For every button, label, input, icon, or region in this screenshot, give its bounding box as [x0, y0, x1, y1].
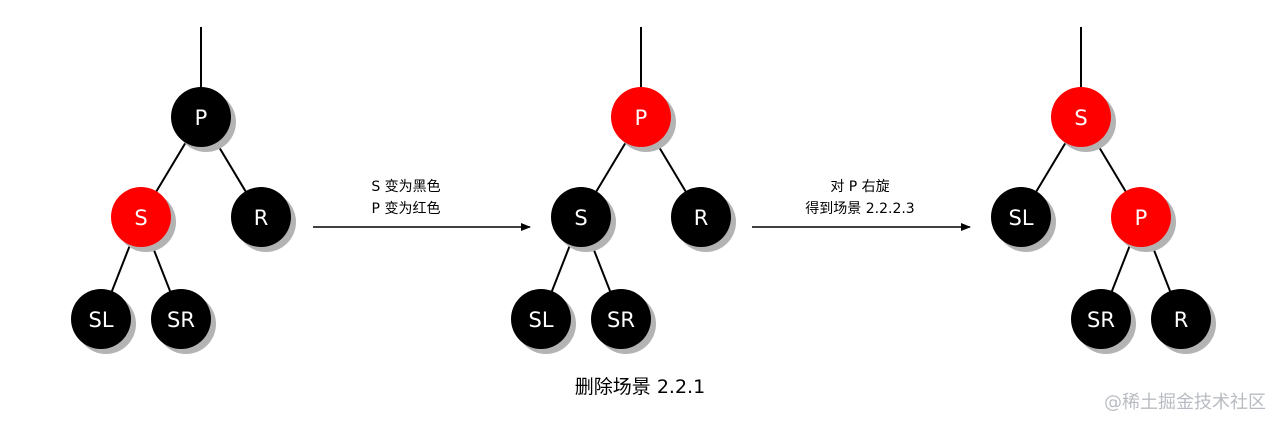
diagram-caption: 删除场景 2.2.1 — [574, 376, 706, 398]
watermark-text: @稀土掘金技术社区 — [1104, 392, 1266, 413]
node-circle — [671, 187, 731, 247]
node-circle — [1151, 289, 1211, 349]
node-label: SL — [1008, 206, 1033, 230]
node-label: SR — [1087, 308, 1115, 332]
node-circle — [171, 87, 231, 147]
tree-before-node-SR: SR — [151, 289, 216, 354]
node-label: S — [134, 206, 147, 230]
node-circle — [511, 289, 571, 349]
transition-arrow-2-label-2: 得到场景 2.2.2.3 — [805, 200, 914, 217]
tree-recolored-node-SL: SL — [511, 289, 576, 354]
tree-rotated-node-SL: SL — [991, 187, 1056, 252]
tree-before-node-SL: SL — [71, 289, 136, 354]
node-label: S — [1074, 106, 1087, 130]
tree-recolored-node-SR: SR — [591, 289, 656, 354]
node-label: SL — [88, 308, 113, 332]
node-label: P — [1135, 206, 1148, 230]
tree-before-node-S: S — [111, 187, 176, 252]
tree-rotated-node-SR: SR — [1071, 289, 1136, 354]
node-label: SR — [167, 308, 195, 332]
node-label: R — [254, 206, 269, 230]
node-circle — [1051, 87, 1111, 147]
tree-recolored-node-S: S — [551, 187, 616, 252]
node-circle — [1111, 187, 1171, 247]
node-label: R — [694, 206, 709, 230]
node-label: R — [1174, 308, 1189, 332]
node-label: P — [635, 106, 648, 130]
tree-rotated-node-R: R — [1151, 289, 1216, 354]
tree-rotated-node-P: P — [1111, 187, 1176, 252]
node-label: SR — [607, 308, 635, 332]
transition-arrow-1-label-2: P 变为红色 — [372, 200, 441, 217]
node-circle — [591, 289, 651, 349]
tree-rotated-node-S: S — [1051, 87, 1116, 152]
node-circle — [991, 187, 1051, 247]
node-label: P — [195, 106, 208, 130]
tree-recolored-node-P: P — [611, 87, 676, 152]
tree-before-node-P: P — [171, 87, 236, 152]
node-circle — [151, 289, 211, 349]
tree-recolored-node-R: R — [671, 187, 736, 252]
node-label: SL — [528, 308, 553, 332]
node-label: S — [574, 206, 587, 230]
node-circle — [551, 187, 611, 247]
node-circle — [231, 187, 291, 247]
node-circle — [1071, 289, 1131, 349]
transition-arrow-1-label-1: S 变为黑色 — [371, 178, 440, 195]
node-circle — [611, 87, 671, 147]
node-circle — [71, 289, 131, 349]
transition-arrow-2-label-1: 对 P 右旋 — [830, 179, 889, 195]
tree-before-node-R: R — [231, 187, 296, 252]
node-circle — [111, 187, 171, 247]
